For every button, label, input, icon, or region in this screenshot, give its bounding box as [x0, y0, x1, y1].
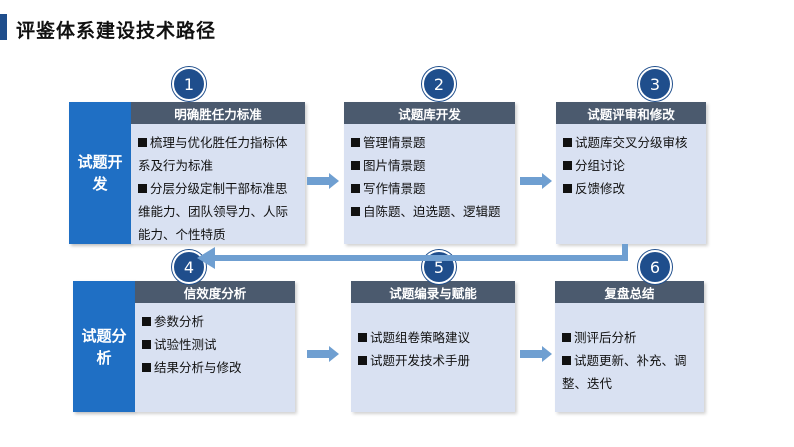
- step-number-1: 1: [172, 67, 206, 101]
- list-item: 参数分析: [142, 310, 287, 333]
- step-body: 测评后分析 试题更新、补充、调整、迭代: [555, 303, 704, 395]
- list-item: 试题组卷策略建议: [358, 326, 507, 349]
- arrow-right-icon: [520, 346, 552, 362]
- step-card-2: 试题库开发 管理情景题 图片情景题 写作情景题 自陈题、迫选题、逻辑题: [344, 102, 515, 244]
- step-title: 信效度分析: [135, 281, 295, 303]
- square-bullet-icon: [358, 333, 367, 342]
- square-bullet-icon: [562, 333, 571, 342]
- step-title: 复盘总结: [555, 281, 704, 303]
- step-title: 试题库开发: [344, 102, 515, 124]
- list-item: 梳理与优化胜任力指标体系及行为标准: [138, 135, 288, 173]
- step-body: 管理情景题 图片情景题 写作情景题 自陈题、迫选题、逻辑题: [344, 124, 515, 223]
- step-title: 试题编录与赋能: [351, 281, 515, 303]
- step-title: 明确胜任力标准: [131, 102, 305, 124]
- step-card-3: 试题评审和修改 试题库交叉分级审核 分组讨论 反馈修改: [556, 102, 706, 244]
- square-bullet-icon: [563, 184, 572, 193]
- return-arrow-icon: [197, 244, 628, 269]
- list-item: 试验性测试: [142, 333, 287, 356]
- square-bullet-icon: [563, 161, 572, 170]
- list-item: 试题开发技术手册: [358, 349, 507, 372]
- square-bullet-icon: [142, 363, 151, 372]
- step-body: 试题组卷策略建议 试题开发技术手册: [351, 303, 515, 372]
- step-card-5: 试题编录与赋能 试题组卷策略建议 试题开发技术手册: [351, 281, 515, 412]
- arrow-right-icon: [307, 173, 339, 189]
- list-item: 自陈题、迫选题、逻辑题: [351, 200, 507, 223]
- list-item: 试题更新、补充、调整、迭代: [562, 353, 687, 391]
- arrow-right-icon: [520, 173, 552, 189]
- step-card-4: 信效度分析 参数分析 试验性测试 结果分析与修改: [135, 281, 295, 412]
- title-accent-bar: [0, 14, 7, 40]
- list-item: 管理情景题: [351, 131, 507, 154]
- list-item: 分层分级定制干部标准思维能力、团队领导力、人际能力、个性特质: [138, 181, 289, 242]
- list-item: 写作情景题: [351, 177, 507, 200]
- step-body: 试题库交叉分级审核 分组讨论 反馈修改: [556, 124, 706, 200]
- square-bullet-icon: [142, 340, 151, 349]
- step-number-3: 3: [638, 67, 672, 101]
- square-bullet-icon: [351, 184, 360, 193]
- step-body: 参数分析 试验性测试 结果分析与修改: [135, 303, 295, 379]
- side-label-dev: 试题开发: [69, 102, 131, 244]
- list-item: 结果分析与修改: [142, 356, 287, 379]
- square-bullet-icon: [562, 356, 571, 365]
- list-item: 试题库交叉分级审核: [563, 131, 698, 154]
- step-number-6: 6: [638, 250, 672, 284]
- square-bullet-icon: [351, 138, 360, 147]
- step-title: 试题评审和修改: [556, 102, 706, 124]
- step-number-4: 4: [172, 250, 206, 284]
- square-bullet-icon: [138, 138, 147, 147]
- page-title: 评鉴体系建设技术路径: [16, 20, 217, 42]
- step-card-6: 复盘总结 测评后分析 试题更新、补充、调整、迭代: [555, 281, 704, 412]
- list-item: 反馈修改: [563, 177, 698, 200]
- square-bullet-icon: [351, 161, 360, 170]
- list-item: 测评后分析: [562, 326, 696, 349]
- side-label-analysis: 试题分析: [73, 281, 135, 412]
- square-bullet-icon: [358, 356, 367, 365]
- square-bullet-icon: [351, 207, 360, 216]
- list-item: 图片情景题: [351, 154, 507, 177]
- square-bullet-icon: [138, 184, 147, 193]
- list-item: 分组讨论: [563, 154, 698, 177]
- step-number-2: 2: [422, 67, 456, 101]
- square-bullet-icon: [142, 317, 151, 326]
- step-body: 梳理与优化胜任力指标体系及行为标准 分层分级定制干部标准思维能力、团队领导力、人…: [131, 124, 305, 246]
- arrow-right-icon: [307, 346, 339, 362]
- square-bullet-icon: [563, 138, 572, 147]
- step-card-1: 明确胜任力标准 梳理与优化胜任力指标体系及行为标准 分层分级定制干部标准思维能力…: [131, 102, 305, 244]
